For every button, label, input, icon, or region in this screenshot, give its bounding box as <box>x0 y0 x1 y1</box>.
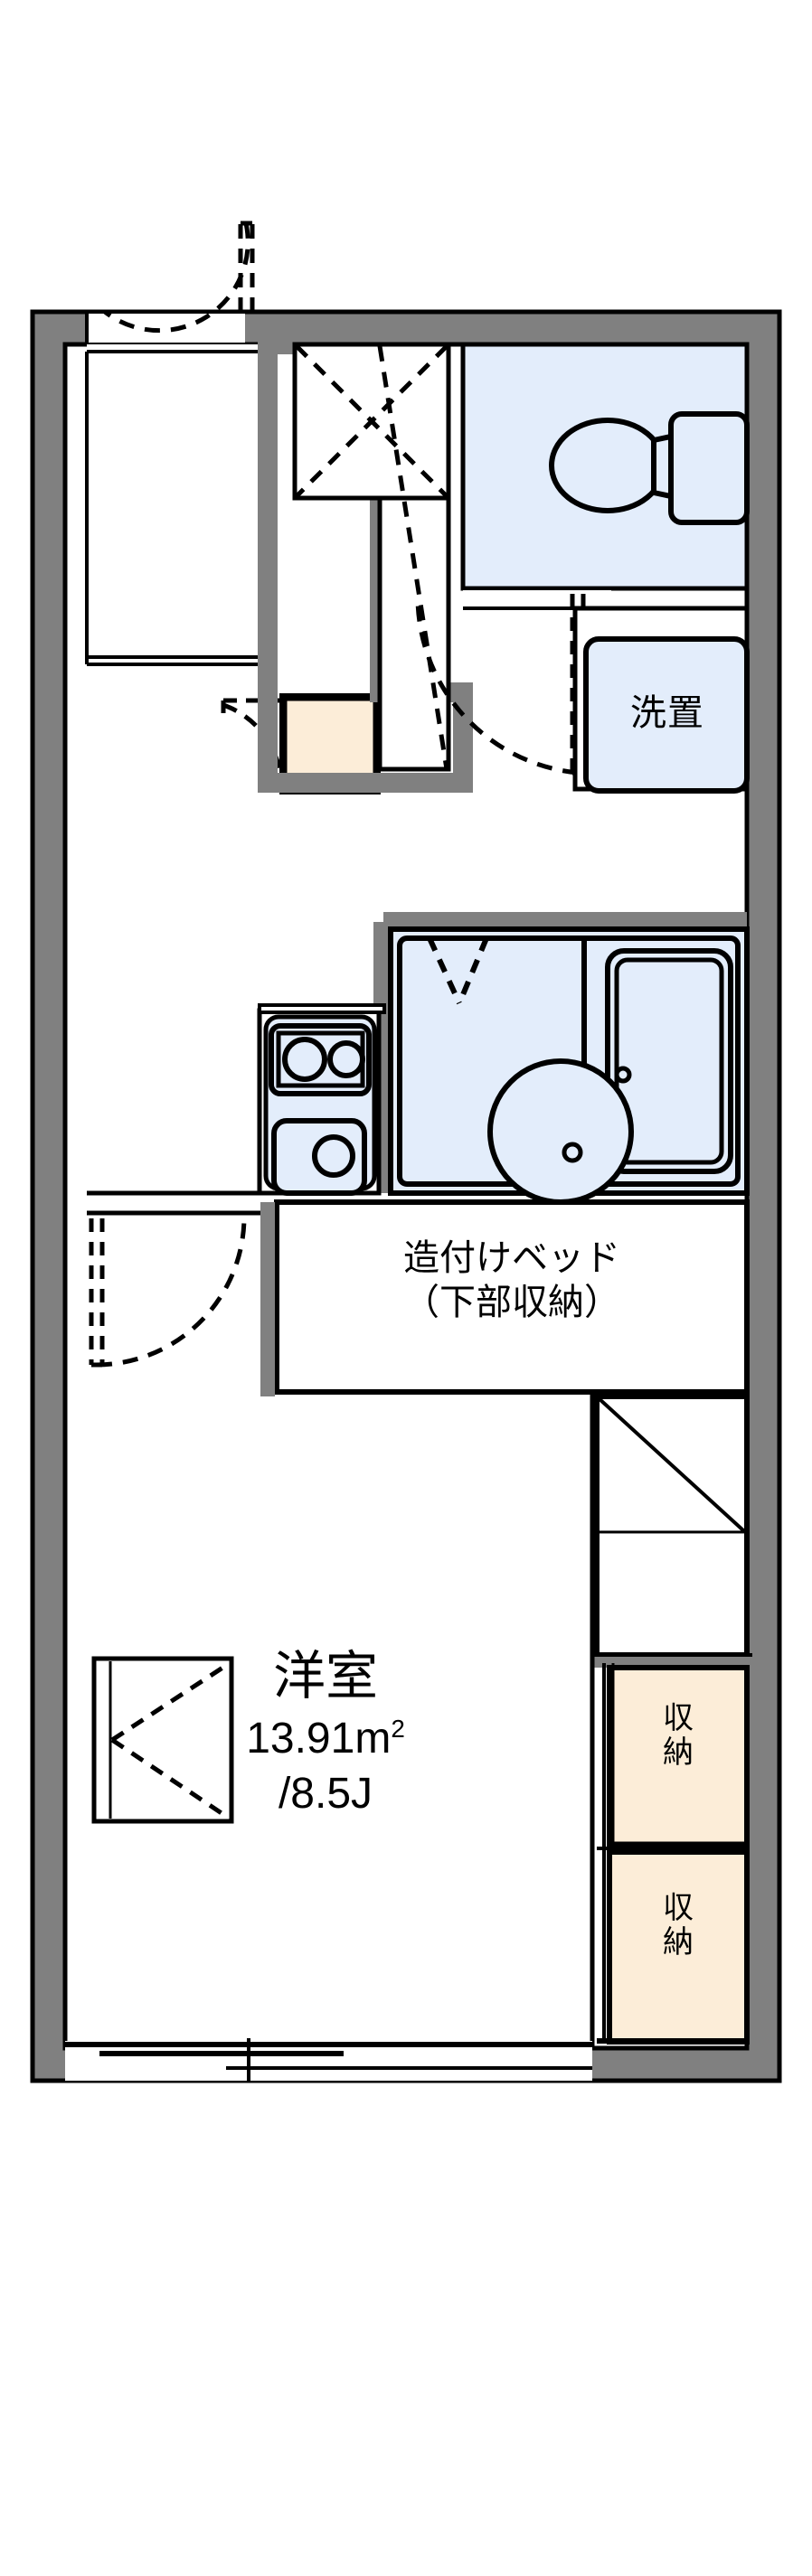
kitchen <box>257 1003 386 1196</box>
room-area-value: 13.91m <box>246 1715 392 1763</box>
storage-lower-label: 収 納 <box>609 1891 747 1960</box>
sink-icon <box>271 1118 367 1196</box>
built-in-bed-label-line1: 造付けベッド <box>403 1238 620 1278</box>
restroom <box>258 334 750 793</box>
room-area-label: 13.91m2 <box>172 1716 479 1762</box>
toilet-icon <box>549 411 750 525</box>
room-area-superscript: 2 <box>391 1715 405 1743</box>
stove-icon <box>269 1023 372 1096</box>
upper-closet <box>591 1392 752 1668</box>
entry-hall <box>85 344 268 666</box>
built-in-bed <box>260 1199 750 1396</box>
bathroom <box>373 912 750 1205</box>
page-title: 洋室 <box>272 1647 378 1706</box>
entrance-door[interactable] <box>85 221 255 346</box>
built-in-bed-label: 造付けベッド （下部収納） <box>277 1236 747 1325</box>
hall-to-room-door[interactable] <box>87 1190 275 1368</box>
room-tatami-label: /8.5J <box>278 1770 373 1818</box>
side-window[interactable] <box>87 1656 234 1824</box>
washer-space-label: 洗置 <box>630 693 704 733</box>
storage-lower[interactable] <box>597 1849 750 2045</box>
storage-upper-label: 収 納 <box>609 1701 747 1770</box>
storage-lower-label-line1: 収 <box>663 1891 694 1925</box>
storage-lower-label-line2: 納 <box>663 1925 694 1960</box>
storage-upper[interactable] <box>597 1663 750 2041</box>
washing-machine-space <box>572 606 750 794</box>
storage-upper-label-line2: 納 <box>663 1735 694 1771</box>
balcony-window[interactable] <box>65 2038 592 2081</box>
bathroom-door[interactable] <box>427 936 489 1005</box>
storage-upper-label-line1: 収 <box>663 1701 694 1735</box>
built-in-bed-label-line2: （下部収納） <box>403 1282 620 1322</box>
bathtub-icon <box>605 948 733 1174</box>
